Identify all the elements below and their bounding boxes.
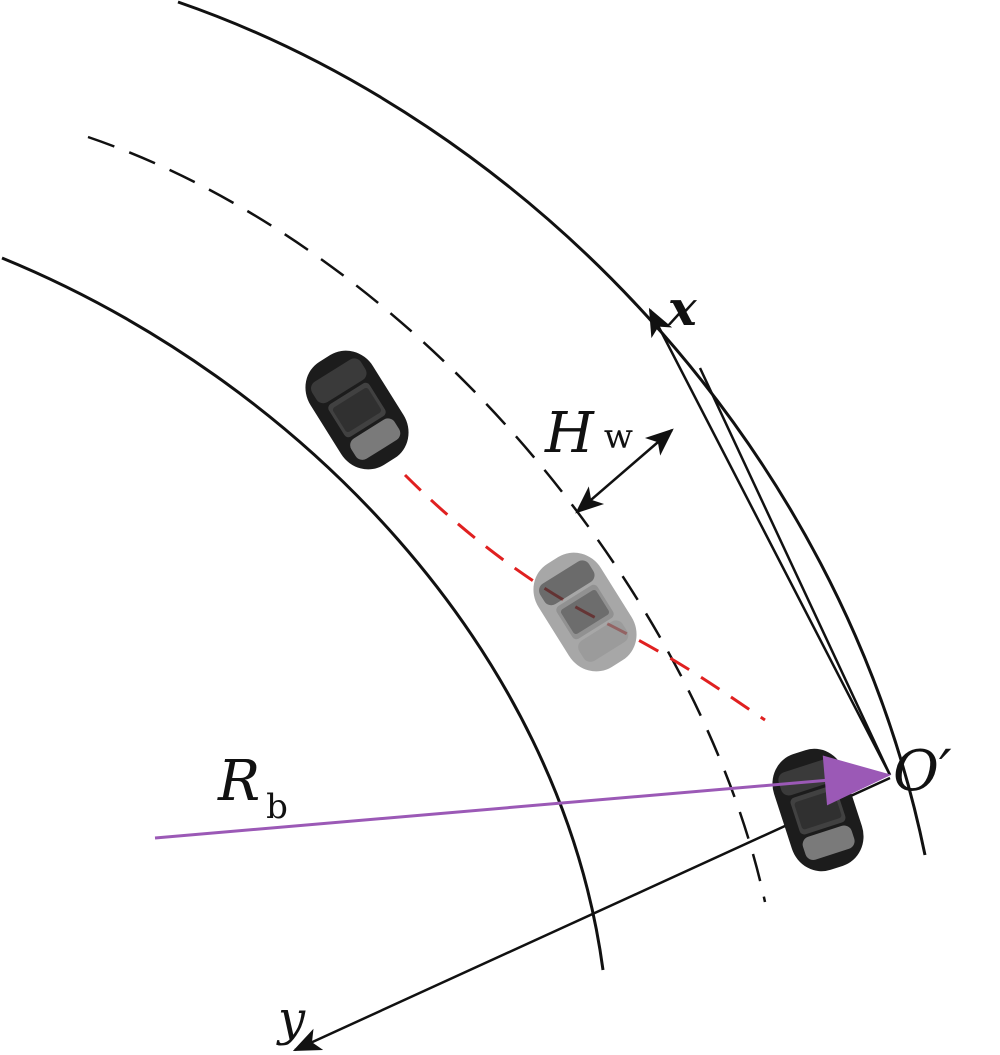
lane-width-dimension [575, 428, 674, 514]
road-edge-outer [177, 0, 927, 856]
origin-label: O′ [893, 739, 952, 804]
x-axis [648, 307, 892, 776]
car-icon [764, 740, 872, 880]
car-icon [293, 338, 421, 482]
lane-divider [87, 135, 767, 903]
tangent-line [698, 367, 892, 776]
x-axis-label: x [667, 281, 698, 337]
y-axis-label: y [276, 991, 306, 1047]
road-edge-inner [1, 256, 605, 971]
radius-vector [154, 755, 892, 840]
car-icon [521, 540, 649, 684]
trajectory-path [403, 473, 766, 722]
